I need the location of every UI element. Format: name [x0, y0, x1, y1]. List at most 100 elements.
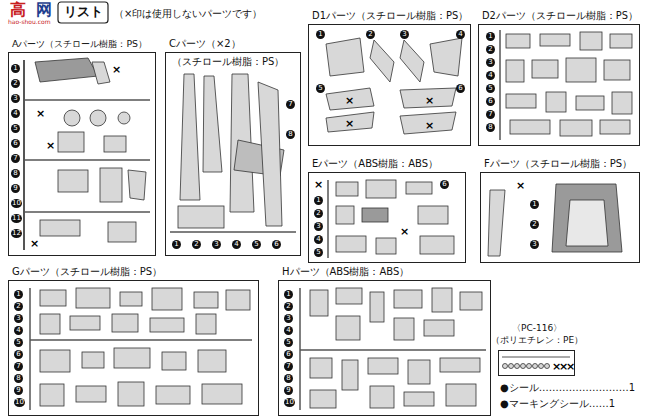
callout-number: 3 — [486, 58, 495, 67]
part-shape — [82, 352, 104, 368]
part-shape — [533, 364, 538, 369]
callout-number: 8 — [486, 123, 495, 132]
callout-number: 8 — [284, 374, 293, 383]
unused-mark: × — [425, 120, 434, 131]
callout-number: 2 — [530, 220, 539, 229]
part-shape — [368, 358, 398, 374]
part-shape — [406, 182, 432, 194]
callout-number: 5 — [284, 338, 293, 347]
callout-number: 1 — [172, 240, 181, 249]
callout-number: 3 — [11, 94, 20, 103]
unused-mark: × — [566, 361, 575, 372]
part-shape — [326, 88, 374, 110]
part-shape — [424, 320, 454, 336]
part-shape — [400, 112, 456, 134]
unused-mark: × — [36, 108, 45, 119]
runner-frame: Gパーツ（スチロール樹脂：PS） — [8, 280, 259, 416]
callout-number: 1 — [314, 196, 323, 205]
part-shape — [336, 182, 358, 196]
part-shape — [58, 2, 108, 23]
part-shape — [76, 288, 110, 308]
part-shape — [500, 30, 632, 140]
part-shape — [400, 88, 456, 108]
runner-heading: D2パーツ（スチロール樹脂：PS） — [481, 10, 639, 22]
unused-mark: × — [314, 179, 323, 190]
part-shape — [326, 38, 462, 134]
part-shape — [336, 236, 366, 252]
part-shape — [170, 231, 296, 233]
unused-mark: × — [345, 95, 354, 106]
callout-number: 6 — [284, 350, 293, 359]
part-shape — [310, 290, 328, 316]
callout-number: 3 — [212, 240, 221, 249]
part-shape — [258, 82, 282, 226]
callout-number: 7 — [286, 100, 295, 109]
part-shape — [610, 34, 632, 48]
callout-number: 4 — [232, 240, 241, 249]
callout-number: 9 — [11, 184, 20, 193]
watermark: 高 — [10, 1, 26, 19]
callout-number: 5 — [11, 124, 20, 133]
part-shape — [170, 74, 296, 232]
part-shape — [92, 62, 110, 84]
note-text: ●マーキングシール……1 — [500, 398, 615, 410]
part-shape — [506, 34, 530, 48]
part-shape — [152, 288, 182, 310]
part-shape — [336, 288, 362, 304]
part-shape — [162, 352, 186, 370]
unused-mark: × — [112, 64, 121, 75]
part-shape — [35, 58, 98, 82]
callout-number: 2 — [284, 302, 293, 311]
part-shape — [108, 222, 136, 242]
runner-heading: Gパーツ（スチロール樹脂：PS） — [11, 266, 163, 278]
part-shape — [24, 30, 632, 410]
callout-number: 3 — [400, 30, 409, 39]
callout-number: 2 — [14, 302, 23, 311]
part-shape — [202, 384, 242, 404]
part-shape — [58, 132, 84, 152]
part-shape — [532, 60, 558, 78]
callout-number: 9 — [14, 386, 23, 395]
part-shape — [326, 112, 374, 132]
part-shape — [203, 76, 222, 172]
part-shape — [370, 40, 394, 82]
material-note: （スチロール樹脂：PS） — [172, 56, 284, 68]
part-shape — [527, 364, 532, 369]
callout-number: 10 — [284, 398, 295, 407]
runner-frame: Cパーツ（×2）（スチロール樹脂：PS） — [165, 52, 301, 256]
part-shape — [24, 211, 150, 213]
part-shape — [404, 392, 434, 406]
part-shape — [418, 206, 448, 224]
part-shape — [58, 170, 88, 192]
callout-number: 7 — [11, 154, 20, 163]
callout-number: 3 — [14, 314, 23, 323]
callout-number: 2 — [11, 79, 20, 88]
callout-number: 4 — [314, 235, 323, 244]
callout-number: 8 — [286, 130, 295, 139]
part-shape — [118, 112, 130, 124]
note-text: ●シール………………………1 — [500, 382, 635, 394]
part-shape — [156, 386, 190, 404]
unused-mark: × — [30, 238, 39, 249]
callout-number: 7 — [14, 362, 23, 371]
part-shape — [24, 99, 150, 101]
runner-heading: Hパーツ（ABS樹脂：ABS） — [281, 266, 410, 278]
part-shape — [506, 94, 536, 108]
part-shape — [600, 120, 630, 134]
runner-heading: Cパーツ（×2） — [168, 38, 242, 50]
callout-number: 9 — [284, 386, 293, 395]
part-shape — [612, 92, 632, 114]
part-shape — [23, 60, 25, 250]
runner-frame: D2パーツ（スチロール樹脂：PS） — [478, 24, 640, 146]
callout-number: 6 — [11, 139, 20, 148]
part-shape — [336, 206, 354, 224]
callout-number: 6 — [272, 240, 281, 249]
callout-number: 11 — [11, 214, 22, 223]
part-shape — [196, 314, 216, 334]
part-shape — [604, 60, 630, 80]
part-shape — [540, 34, 570, 46]
part-shape — [128, 170, 146, 200]
part-shape — [328, 180, 454, 258]
callout-number: 4 — [284, 326, 293, 335]
